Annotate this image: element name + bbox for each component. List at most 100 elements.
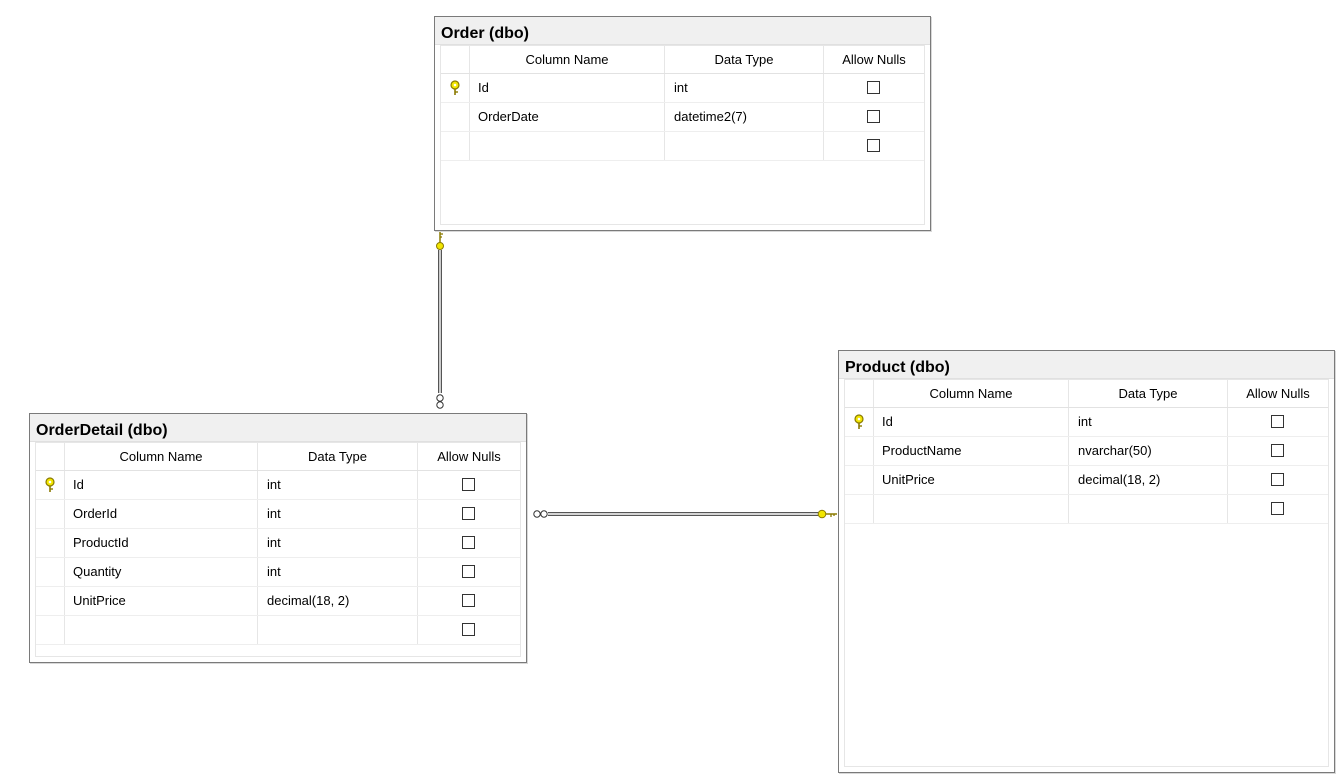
row-selector bbox=[845, 380, 874, 407]
row-selector[interactable] bbox=[36, 558, 65, 586]
row-selector[interactable] bbox=[845, 466, 874, 494]
table-row[interactable]: ProductName nvarchar(50) bbox=[845, 437, 1328, 466]
column-name-cell[interactable]: ProductId bbox=[65, 529, 258, 557]
key-end-icon bbox=[436, 231, 444, 250]
header-allow-nulls: Allow Nulls bbox=[1246, 386, 1310, 401]
data-type-cell[interactable]: int bbox=[665, 74, 824, 102]
allow-nulls-cell bbox=[1228, 495, 1328, 523]
allow-nulls-checkbox[interactable] bbox=[462, 478, 475, 491]
data-type-cell[interactable]: int bbox=[258, 529, 418, 557]
allow-nulls-checkbox[interactable] bbox=[1271, 473, 1284, 486]
allow-nulls-checkbox[interactable] bbox=[462, 623, 475, 636]
table-row[interactable]: Id int bbox=[36, 471, 520, 500]
data-type-cell[interactable]: int bbox=[258, 558, 418, 586]
column-name-cell[interactable]: Quantity bbox=[65, 558, 258, 586]
row-selector[interactable] bbox=[441, 103, 470, 131]
allow-nulls-checkbox[interactable] bbox=[1271, 415, 1284, 428]
data-type-cell[interactable]: datetime2(7) bbox=[665, 103, 824, 131]
row-selector[interactable] bbox=[845, 408, 874, 436]
infinity-end-icon bbox=[436, 394, 444, 409]
column-grid: Column Name Data Type Allow Nulls Id int… bbox=[440, 45, 925, 225]
allow-nulls-cell bbox=[824, 103, 924, 131]
allow-nulls-cell bbox=[1228, 437, 1328, 465]
allow-nulls-checkbox[interactable] bbox=[1271, 444, 1284, 457]
allow-nulls-checkbox[interactable] bbox=[1271, 502, 1284, 515]
data-type-cell[interactable]: nvarchar(50) bbox=[1069, 437, 1228, 465]
allow-nulls-checkbox[interactable] bbox=[462, 565, 475, 578]
row-selector[interactable] bbox=[36, 500, 65, 528]
row-selector[interactable] bbox=[36, 529, 65, 557]
table-product[interactable]: Product (dbo) Column Name Data Type Allo… bbox=[838, 350, 1335, 773]
column-name-cell[interactable]: UnitPrice bbox=[65, 587, 258, 615]
allow-nulls-cell bbox=[1228, 466, 1328, 494]
allow-nulls-checkbox[interactable] bbox=[867, 81, 880, 94]
row-selector[interactable] bbox=[36, 587, 65, 615]
data-type-cell[interactable]: decimal(18, 2) bbox=[258, 587, 418, 615]
column-name-cell[interactable] bbox=[65, 616, 258, 644]
table-orderdetail[interactable]: OrderDetail (dbo) Column Name Data Type … bbox=[29, 413, 527, 663]
table-row[interactable]: OrderDate datetime2(7) bbox=[441, 103, 924, 132]
table-row[interactable] bbox=[36, 616, 520, 645]
header-allow-nulls: Allow Nulls bbox=[437, 449, 501, 464]
allow-nulls-cell bbox=[418, 558, 520, 586]
grid-header: Column Name Data Type Allow Nulls bbox=[441, 46, 924, 74]
row-selector[interactable] bbox=[441, 132, 470, 160]
column-name-cell[interactable] bbox=[874, 495, 1069, 523]
primary-key-icon bbox=[450, 80, 460, 95]
row-selector[interactable] bbox=[441, 74, 470, 102]
header-data-type: Data Type bbox=[258, 443, 418, 470]
column-name-cell[interactable] bbox=[470, 132, 665, 160]
allow-nulls-cell bbox=[418, 529, 520, 557]
table-title[interactable]: Order (dbo) bbox=[435, 17, 930, 45]
column-name-cell[interactable]: UnitPrice bbox=[874, 466, 1069, 494]
column-name-cell[interactable]: Id bbox=[470, 74, 665, 102]
table-row[interactable]: UnitPrice decimal(18, 2) bbox=[36, 587, 520, 616]
allow-nulls-checkbox[interactable] bbox=[867, 139, 880, 152]
row-selector[interactable] bbox=[845, 495, 874, 523]
header-data-type: Data Type bbox=[1069, 380, 1228, 407]
column-name-cell[interactable]: OrderId bbox=[65, 500, 258, 528]
allow-nulls-checkbox[interactable] bbox=[462, 507, 475, 520]
table-row[interactable]: Id int bbox=[441, 74, 924, 103]
allow-nulls-checkbox[interactable] bbox=[867, 110, 880, 123]
allow-nulls-checkbox[interactable] bbox=[462, 594, 475, 607]
table-row[interactable] bbox=[441, 132, 924, 161]
data-type-cell[interactable] bbox=[665, 132, 824, 160]
allow-nulls-checkbox[interactable] bbox=[462, 536, 475, 549]
data-type-cell[interactable]: decimal(18, 2) bbox=[1069, 466, 1228, 494]
allow-nulls-cell bbox=[418, 616, 520, 644]
data-type-cell[interactable]: int bbox=[258, 471, 418, 499]
key-end-icon bbox=[817, 509, 837, 519]
data-type-cell[interactable]: int bbox=[258, 500, 418, 528]
table-row[interactable]: UnitPrice decimal(18, 2) bbox=[845, 466, 1328, 495]
allow-nulls-cell bbox=[824, 74, 924, 102]
data-type-cell[interactable]: int bbox=[1069, 408, 1228, 436]
row-selector[interactable] bbox=[36, 471, 65, 499]
grid-header: Column Name Data Type Allow Nulls bbox=[36, 443, 520, 471]
table-order[interactable]: Order (dbo) Column Name Data Type Allow … bbox=[434, 16, 931, 231]
table-row[interactable]: Id int bbox=[845, 408, 1328, 437]
primary-key-icon bbox=[854, 414, 864, 429]
row-selector[interactable] bbox=[845, 437, 874, 465]
row-selector bbox=[36, 443, 65, 470]
data-type-cell[interactable] bbox=[1069, 495, 1228, 523]
allow-nulls-cell bbox=[824, 132, 924, 160]
column-grid: Column Name Data Type Allow Nulls Id int… bbox=[844, 379, 1329, 767]
table-row[interactable] bbox=[845, 495, 1328, 524]
allow-nulls-cell bbox=[418, 500, 520, 528]
header-allow-nulls: Allow Nulls bbox=[842, 52, 906, 67]
data-type-cell[interactable] bbox=[258, 616, 418, 644]
column-name-cell[interactable]: ProductName bbox=[874, 437, 1069, 465]
column-name-cell[interactable]: OrderDate bbox=[470, 103, 665, 131]
header-column-name: Column Name bbox=[874, 380, 1069, 407]
table-title[interactable]: OrderDetail (dbo) bbox=[30, 414, 526, 442]
row-selector[interactable] bbox=[36, 616, 65, 644]
header-data-type: Data Type bbox=[665, 46, 824, 73]
column-name-cell[interactable]: Id bbox=[874, 408, 1069, 436]
table-row[interactable]: ProductId int bbox=[36, 529, 520, 558]
table-row[interactable]: Quantity int bbox=[36, 558, 520, 587]
table-row[interactable]: OrderId int bbox=[36, 500, 520, 529]
table-title[interactable]: Product (dbo) bbox=[839, 351, 1334, 379]
column-name-cell[interactable]: Id bbox=[65, 471, 258, 499]
